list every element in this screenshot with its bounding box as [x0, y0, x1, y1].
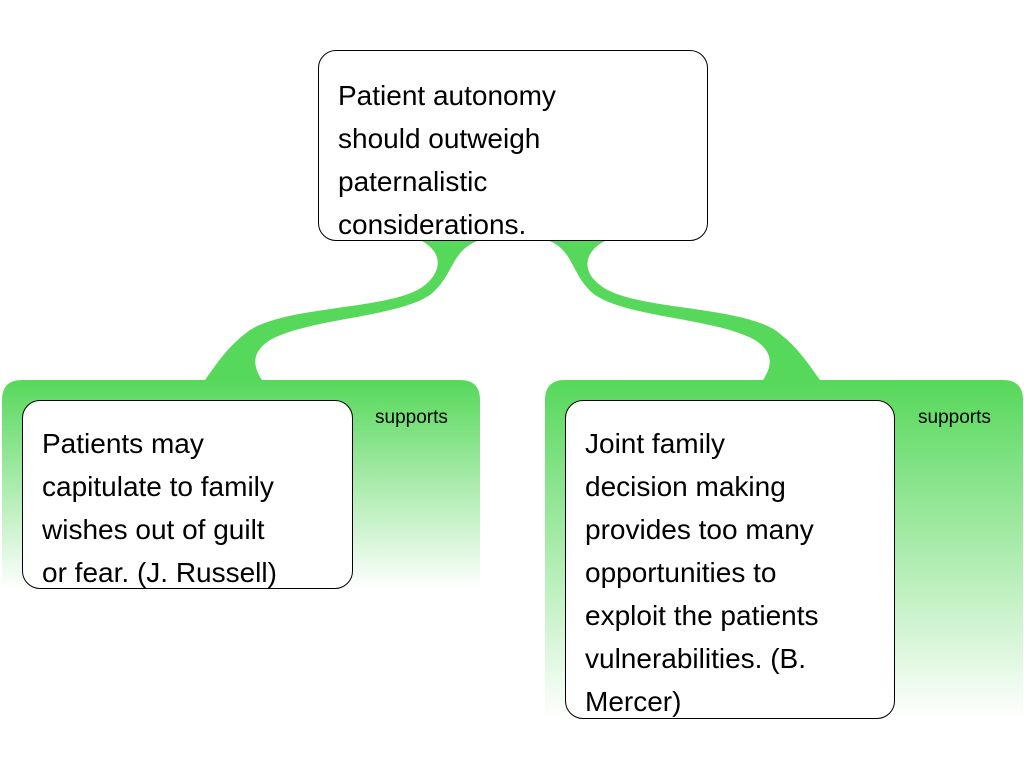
claim-node[interactable]: Patient autonomy should outweigh paterna… — [318, 50, 708, 241]
reason-node-right[interactable]: Joint family decision making provides to… — [565, 400, 895, 719]
connector-left — [205, 240, 480, 380]
reason-node-left[interactable]: Patients may capitulate to family wishes… — [22, 400, 353, 589]
relation-label-right: supports — [918, 407, 991, 428]
connector-right — [547, 240, 820, 380]
relation-label-left: supports — [375, 407, 448, 428]
